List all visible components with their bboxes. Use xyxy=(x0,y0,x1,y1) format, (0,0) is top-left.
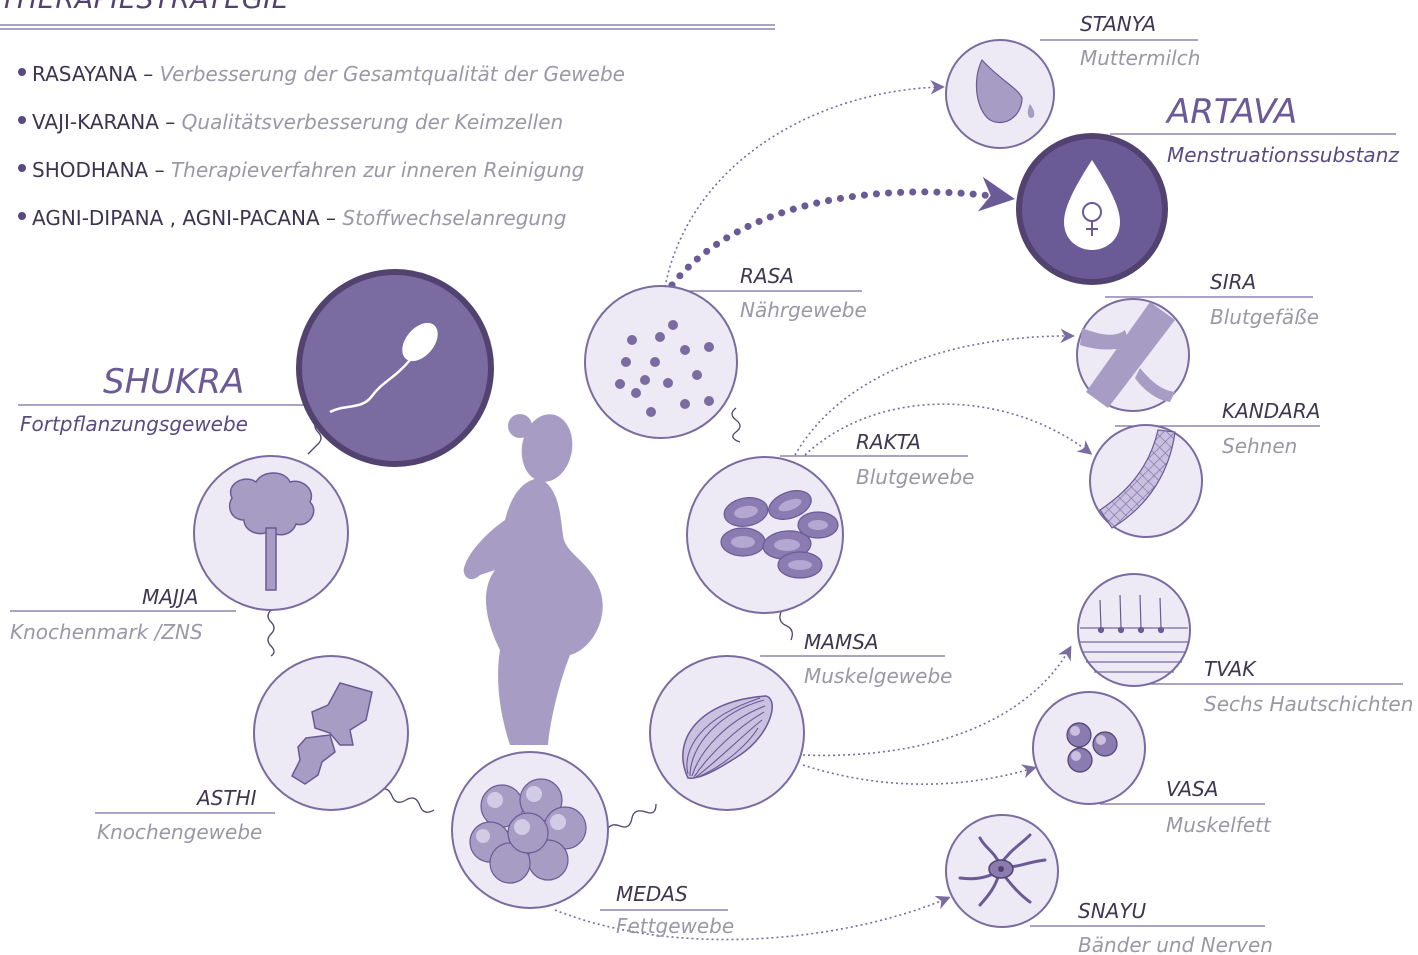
rasa-label: RASA xyxy=(740,264,794,288)
snayu-desc: Bänder und Nerven xyxy=(1078,933,1273,955)
bullet-term: SHODHANA – xyxy=(32,158,171,182)
medas-circle xyxy=(452,752,608,908)
mamsa-circle xyxy=(650,656,804,810)
kandara-circle xyxy=(1090,425,1202,537)
rasa-circle xyxy=(585,286,737,438)
asthi-circle xyxy=(254,656,408,810)
artava-label: ARTAVA xyxy=(1167,92,1297,132)
artava-circle xyxy=(1019,136,1165,282)
snayu-label: SNAYU xyxy=(1078,899,1146,923)
bullet-dot xyxy=(18,212,26,220)
bullet-term: AGNI-DIPANA , AGNI-PACANA – xyxy=(32,206,342,230)
asthi-desc: Knochengewebe xyxy=(97,820,262,844)
mamsa-desc: Muskelgewebe xyxy=(804,664,952,688)
artava-desc: Menstruationssubstanz xyxy=(1167,143,1399,167)
sira-desc: Blutgefäße xyxy=(1210,305,1319,329)
tvak-desc: Sechs Hautschichten xyxy=(1204,692,1413,716)
vasa-circle xyxy=(1033,692,1145,804)
shukra-label: SHUKRA xyxy=(103,362,244,402)
bullet-dot xyxy=(18,164,26,172)
vasa-label: VASA xyxy=(1166,777,1218,801)
pregnant-woman-silhouette xyxy=(464,410,603,745)
shukra-circle xyxy=(299,272,491,464)
majja-label: MAJJA xyxy=(142,585,198,609)
bullet-item: RASAYANA – Verbesserung der Gesamtqualit… xyxy=(18,62,625,86)
bullet-definition: Qualitätsverbesserung der Keimzellen xyxy=(182,110,564,134)
bullet-definition: Therapieverfahren zur inneren Reinigung xyxy=(171,158,584,182)
mamsa-label: MAMSA xyxy=(804,630,879,654)
bullet-item: SHODHANA – Therapieverfahren zur inneren… xyxy=(18,158,584,182)
medas-desc: Fettgewebe xyxy=(616,914,734,938)
sira-circle xyxy=(1077,299,1189,411)
title-underline xyxy=(0,25,775,29)
artava-arrow xyxy=(672,192,1008,285)
snayu-circle xyxy=(946,815,1058,927)
sira-label: SIRA xyxy=(1210,270,1256,294)
rakta-label: RAKTA xyxy=(856,430,921,454)
majja-circle xyxy=(194,456,348,610)
stanya-label: STANYA xyxy=(1080,12,1156,36)
tvak-circle xyxy=(1078,574,1190,686)
bullet-term: VAJI-KARANA – xyxy=(32,110,182,134)
shukra-desc: Fortpflanzungsgewebe xyxy=(20,412,248,436)
medas-label: MEDAS xyxy=(616,882,688,906)
vasa-desc: Muskelfett xyxy=(1166,813,1271,837)
bullet-dot xyxy=(18,116,26,124)
bullet-item: AGNI-DIPANA , AGNI-PACANA – Stoffwechsel… xyxy=(18,206,566,230)
tvak-label: TVAK xyxy=(1204,657,1255,681)
stanya-desc: Muttermilch xyxy=(1080,46,1200,70)
bullet-definition: Stoffwechselanregung xyxy=(342,206,566,230)
asthi-label: ASTHI xyxy=(197,786,257,810)
bullet-item: VAJI-KARANA – Qualitätsverbesserung der … xyxy=(18,110,563,134)
majja-desc: Knochenmark /ZNS xyxy=(10,620,203,644)
rasa-desc: Nährgewebe xyxy=(740,298,867,322)
kandara-label: KANDARA xyxy=(1222,399,1320,423)
bullet-definition: Verbesserung der Gesamtqualität der Gewe… xyxy=(160,62,625,86)
kandara-desc: Sehnen xyxy=(1222,434,1297,458)
bullet-dot xyxy=(18,68,26,76)
rakta-circle xyxy=(687,457,843,613)
rakta-desc: Blutgewebe xyxy=(856,465,974,489)
page-title: THERAPIESTRATEGIE xyxy=(0,0,289,15)
bullet-term: RASAYANA – xyxy=(32,62,160,86)
stanya-circle xyxy=(946,40,1054,148)
